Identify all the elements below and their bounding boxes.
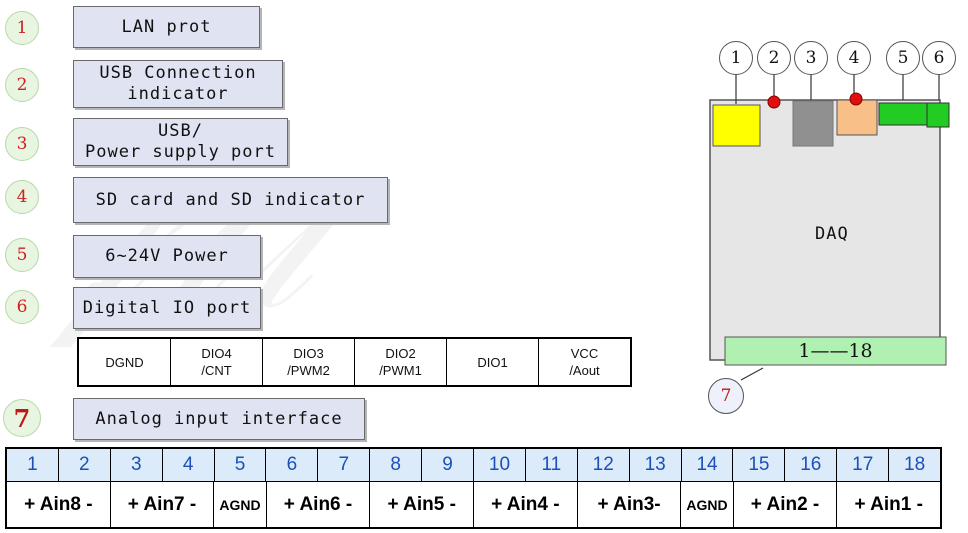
pin-number-11: 11 (526, 449, 578, 481)
pin-number-17: 17 (837, 449, 890, 481)
pin-function-ain8: + Ain8 - (7, 482, 111, 527)
legend-label-usb-indicator: USB Connection indicator (73, 60, 283, 108)
lan-port (712, 104, 761, 147)
dio-connector (926, 102, 950, 128)
power-connector (878, 102, 928, 126)
pin-number-8: 8 (370, 449, 423, 481)
legend-number-2: 2 (5, 68, 39, 102)
legend-label-analog: Analog input interface (73, 398, 365, 440)
usb-indicator-led (767, 95, 781, 109)
pin-number-2: 2 (59, 449, 111, 481)
dio-cell-dio3: DIO3/PWM2 (263, 339, 355, 385)
device-callout-3: 3 (794, 41, 828, 75)
sd-indicator-led (849, 92, 863, 106)
legend-label-sd: SD card and SD indicator (73, 177, 388, 223)
sd-card-slot (836, 99, 878, 136)
pin-function-row: + Ain8 -+ Ain7 -AGND+ Ain6 -+ Ain5 -+ Ai… (7, 482, 940, 527)
device-callout-5: 5 (886, 41, 920, 75)
pin-number-7: 7 (318, 449, 371, 481)
pin-function-agnd: AGND (681, 482, 734, 527)
pin-number-13: 13 (630, 449, 682, 481)
dio-pin-table: DGND DIO4/CNT DIO3/PWM2 DIO2/PWM1 DIO1 V… (77, 337, 632, 387)
device-label: DAQ (815, 224, 849, 244)
legend-label-power: 6~24V Power (73, 235, 261, 278)
dio-cell-dgnd: DGND (79, 339, 171, 385)
pin-number-4: 4 (163, 449, 215, 481)
pin-function-ain7: + Ain7 - (111, 482, 215, 527)
pin-function-ain3: + Ain3- (578, 482, 682, 527)
device-callout-4: 4 (837, 41, 871, 75)
legend-number-3: 3 (5, 127, 39, 161)
usb-port (792, 100, 834, 147)
dio-cell-dio1: DIO1 (447, 339, 539, 385)
legend-label-lan: LAN prot (73, 6, 260, 48)
pin-number-6: 6 (266, 449, 319, 481)
dio-cell-vcc: VCC/Aout (569, 346, 600, 378)
pin-number-10: 10 (474, 449, 526, 481)
analog-connector-label: 1——18 (798, 340, 873, 362)
legend-label-dio: Digital IO port (73, 287, 261, 329)
pin-function-ain6: + Ain6 - (267, 482, 371, 527)
pin-function-ain1: + Ain1 - (854, 493, 923, 515)
device-callout-6: 6 (922, 41, 956, 75)
pin-function-ain2: + Ain2 - (734, 482, 838, 527)
pin-number-18: 18 (904, 454, 926, 475)
pin-function-ain5: + Ain5 - (370, 482, 475, 527)
pin-number-3: 3 (111, 449, 163, 481)
device-callout-7: 7 (708, 378, 744, 414)
dio-cell-dio4: DIO4/CNT (171, 339, 263, 385)
pin-number-5: 5 (215, 449, 267, 481)
analog-connector (724, 336, 947, 366)
pin-number-12: 12 (578, 449, 630, 481)
daq-device-diagram (709, 74, 950, 381)
legend-number-7: 7 (3, 399, 41, 437)
legend-number-5: 5 (5, 238, 39, 272)
pin-number-15: 15 (733, 449, 786, 481)
legend-number-6: 6 (5, 290, 39, 324)
legend-number-1: 1 (5, 11, 39, 45)
legend-number-4: 4 (5, 180, 39, 214)
pin-function-agnd: AGND (214, 482, 267, 527)
pin-number-14: 14 (682, 449, 734, 481)
pin-function-ain4: + Ain4 - (474, 482, 578, 527)
dio-cell-dio2: DIO2/PWM1 (355, 339, 447, 385)
pin-number-16: 16 (785, 449, 838, 481)
device-callout-2: 2 (757, 41, 791, 75)
legend-label-usb-power: USB/ Power supply port (73, 118, 288, 166)
pin-number-9: 9 (422, 449, 475, 481)
pin-number-1: 1 (7, 449, 59, 481)
device-callout-1: 1 (719, 41, 753, 75)
leader-line-7 (740, 367, 764, 381)
